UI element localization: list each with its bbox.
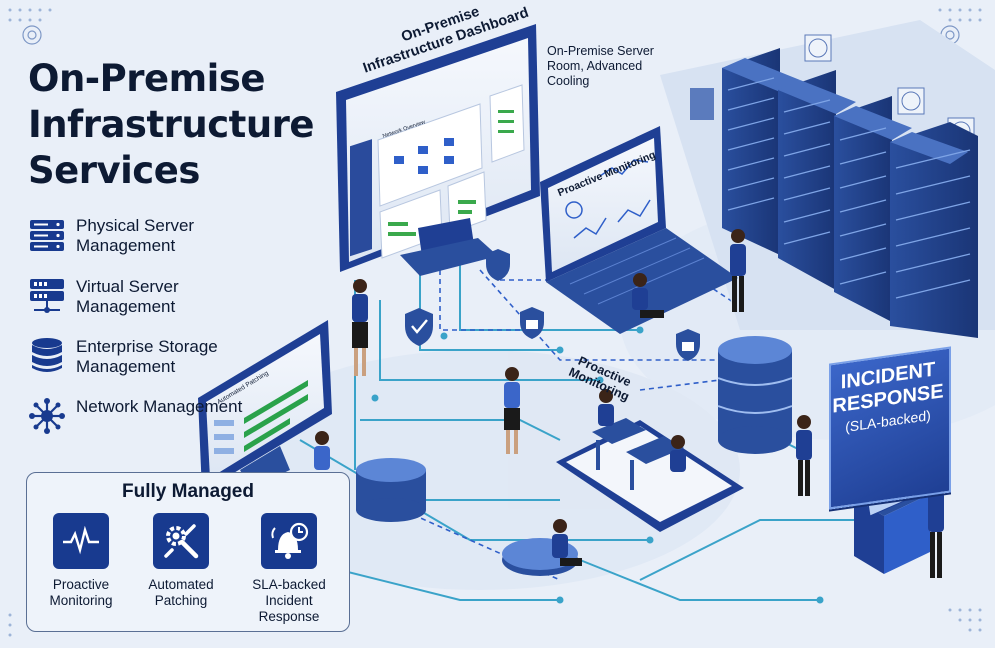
person-analyst	[504, 367, 520, 454]
laptop-charts	[565, 159, 651, 239]
person-technician-1	[352, 279, 368, 376]
network-hub-icon	[29, 398, 65, 434]
person-standing	[796, 415, 812, 496]
dashboard-graph-nodes	[394, 138, 454, 174]
junction-dots	[371, 326, 864, 604]
service-label: Physical Server Management	[76, 216, 195, 255]
person-laptop-user	[632, 273, 664, 318]
control-panel	[690, 88, 714, 120]
monitor-base	[400, 238, 498, 276]
fully-managed-title: Fully Managed	[122, 481, 254, 502]
service-label: Enterprise Storage Management	[76, 337, 218, 376]
managed-item-patching: Automated Patching	[133, 513, 229, 609]
server-rack-icon	[30, 220, 64, 251]
dashboard-bars	[388, 110, 514, 236]
page-title: On-Premise Infrastructure Services	[28, 56, 328, 194]
service-item-virtual: Virtual Server Management	[28, 277, 246, 317]
storage-cylinder-small	[356, 458, 426, 522]
server-room-callout: On-Premise Server Room, Advanced Cooling	[547, 44, 654, 88]
rack-slots	[727, 77, 971, 299]
managed-item-label: SLA-backed Incident Response	[252, 577, 326, 624]
person-desk-2	[670, 435, 686, 472]
dot-pattern	[8, 8, 982, 637]
patching-monitor	[198, 320, 332, 492]
database-icon	[32, 338, 62, 372]
service-item-physical: Physical Server Management	[28, 216, 246, 256]
person-technician-2	[730, 229, 746, 312]
people	[314, 229, 944, 578]
title-line-1: On-Premise	[28, 57, 265, 100]
person-floor-laptop	[552, 519, 582, 566]
tablet-platform	[556, 418, 744, 532]
service-label: Virtual Server Management	[76, 277, 179, 316]
service-label: Network Management	[76, 397, 243, 416]
dashboard-sidebar	[350, 139, 372, 257]
title-line-2: Infrastructure	[28, 103, 315, 146]
title-line-3: Services	[28, 149, 200, 192]
fully-managed-panel: Fully Managed Proactive Monitoring Autom…	[26, 472, 350, 632]
person-left-edge	[314, 431, 330, 470]
managed-item-incident: SLA-backed Incident Response	[241, 513, 337, 625]
service-item-storage: Enterprise Storage Management	[28, 337, 246, 377]
shield-icons	[405, 249, 700, 361]
managed-item-label: Proactive Monitoring	[49, 577, 113, 608]
gear-wrench-icon	[164, 524, 199, 559]
heartbeat-icon	[63, 526, 99, 555]
virtual-server-icon	[30, 279, 64, 313]
managed-item-label: Automated Patching	[148, 577, 214, 608]
service-item-network: Network Management	[28, 397, 246, 435]
desks	[592, 418, 684, 490]
alarm-bell-clock-icon	[271, 522, 309, 559]
person-desk-1	[598, 389, 614, 426]
dashboard-monitor	[336, 24, 540, 276]
storage-cylinder-large	[717, 336, 793, 454]
managed-item-monitoring: Proactive Monitoring	[33, 513, 129, 609]
